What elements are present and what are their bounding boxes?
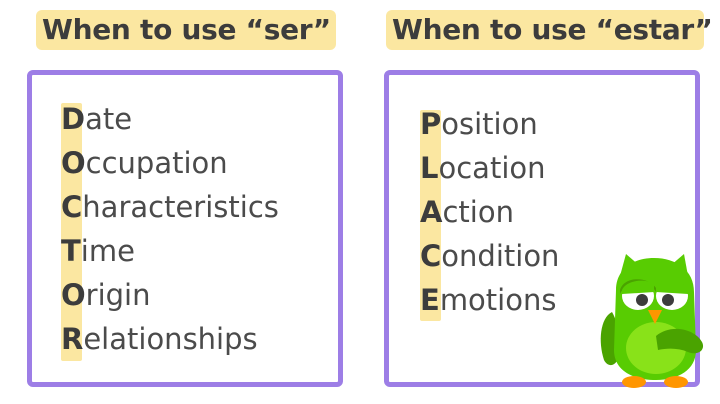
ser-item-initial: D bbox=[61, 102, 86, 136]
ser-item-rest: ate bbox=[85, 102, 133, 136]
estar-item-location: Location bbox=[420, 146, 559, 190]
ser-acrostic-highlight bbox=[61, 103, 82, 361]
ser-item-rest: ime bbox=[80, 234, 135, 268]
estar-item-condition: Condition bbox=[420, 234, 559, 278]
estar-item-position: Position bbox=[420, 102, 559, 146]
ser-item-origin: Origin bbox=[61, 273, 279, 317]
estar-heading: When to use “estar” bbox=[386, 10, 713, 50]
ser-heading: When to use “ser” bbox=[36, 10, 336, 50]
estar-item-rest: osition bbox=[441, 107, 538, 141]
estar-item-rest: ondition bbox=[441, 239, 560, 273]
estar-item-rest: motions bbox=[439, 283, 557, 317]
estar-acrostic-highlight bbox=[420, 110, 441, 321]
ser-item-rest: haracteristics bbox=[82, 190, 279, 224]
ser-card: Date Occupation Characteristics Time Ori… bbox=[27, 70, 343, 387]
estar-item-initial: C bbox=[420, 239, 442, 273]
ser-item-occupation: Occupation bbox=[61, 141, 279, 185]
ser-item-initial: R bbox=[61, 322, 84, 356]
ser-item-relationships: Relationships bbox=[61, 317, 279, 361]
estar-acrostic-list: Position Location Action Condition Emoti… bbox=[420, 102, 559, 322]
estar-item-initial: P bbox=[420, 107, 442, 141]
ser-item-initial: C bbox=[61, 190, 83, 224]
ser-item-rest: rigin bbox=[85, 278, 151, 312]
ser-item-rest: elationships bbox=[83, 322, 258, 356]
ser-item-initial: O bbox=[61, 146, 86, 180]
ser-item-characteristics: Characteristics bbox=[61, 185, 279, 229]
ser-item-rest: ccupation bbox=[85, 146, 228, 180]
ser-item-initial: T bbox=[61, 234, 81, 268]
ser-item-initial: O bbox=[61, 278, 86, 312]
ser-item-time: Time bbox=[61, 229, 279, 273]
estar-item-initial: A bbox=[420, 195, 443, 229]
estar-item-initial: E bbox=[420, 283, 440, 317]
estar-item-rest: ocation bbox=[438, 151, 546, 185]
owl-mascot-icon bbox=[600, 254, 704, 388]
estar-item-action: Action bbox=[420, 190, 559, 234]
ser-acrostic-list: Date Occupation Characteristics Time Ori… bbox=[61, 97, 279, 361]
estar-item-initial: L bbox=[420, 151, 439, 185]
ser-item-date: Date bbox=[61, 97, 279, 141]
estar-item-emotions: Emotions bbox=[420, 278, 559, 322]
estar-item-rest: ction bbox=[442, 195, 514, 229]
